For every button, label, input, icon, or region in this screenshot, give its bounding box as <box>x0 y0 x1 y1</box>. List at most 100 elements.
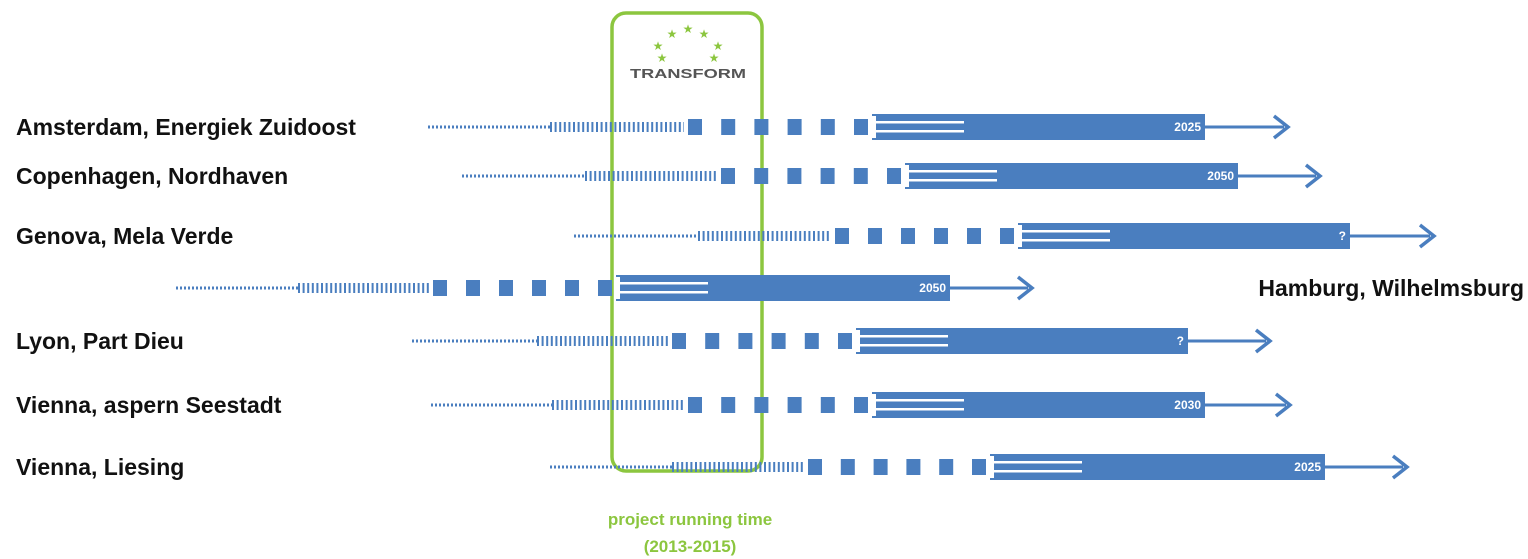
development-phase-block <box>721 168 735 184</box>
development-phase-block <box>840 459 855 475</box>
development-phase-block <box>901 228 915 244</box>
development-phase-block <box>598 280 612 296</box>
development-phase-block <box>873 459 888 475</box>
development-phase-block <box>754 119 769 135</box>
stars-arc-logo-icon: ★★★★★★★ <box>653 22 724 65</box>
implementation-bar <box>856 328 1188 354</box>
city-name: Vienna, aspern Seestadt <box>16 392 282 418</box>
bar-edge <box>856 330 860 352</box>
implementation-bar <box>905 163 1238 189</box>
development-phase-block <box>804 333 819 349</box>
timeline-row: Hamburg, Wilhelmsburg 2050 <box>176 275 1524 301</box>
bar-highlight <box>994 461 1082 464</box>
bar-highlight <box>1022 230 1110 233</box>
star-icon: ★ <box>667 27 678 41</box>
star-icon: ★ <box>657 51 668 65</box>
implementation-bar <box>872 114 1205 140</box>
target-year-label: 2050 <box>1207 169 1234 183</box>
star-icon: ★ <box>709 51 720 65</box>
star-icon: ★ <box>653 39 664 53</box>
bar-edge <box>1018 225 1022 247</box>
bar-highlight <box>620 282 708 285</box>
development-phase-block <box>754 168 769 184</box>
development-phase-block <box>838 333 852 349</box>
target-year-label: 2050 <box>919 281 946 295</box>
bar-highlight <box>1022 239 1110 242</box>
target-year-label: 2025 <box>1174 120 1201 134</box>
city-name: Vienna, Liesing <box>16 454 184 480</box>
bar-highlight <box>876 408 964 411</box>
timeline-row: Lyon, Part Dieu? <box>16 328 1273 354</box>
development-phase-block <box>854 397 868 413</box>
development-phase-block <box>787 168 802 184</box>
project-running-time-label: project running time <box>608 510 772 529</box>
bar-highlight <box>860 344 948 347</box>
arrow-head-icon <box>1254 328 1273 354</box>
bar-highlight <box>876 121 964 124</box>
arrow-head-icon <box>1274 392 1293 418</box>
development-phase-block <box>1000 228 1014 244</box>
development-phase-block <box>721 397 736 413</box>
target-year-label: 2030 <box>1174 398 1201 412</box>
development-phase-block <box>939 459 954 475</box>
development-phase-block <box>854 119 868 135</box>
star-icon: ★ <box>699 27 710 41</box>
bar-edge <box>905 165 909 187</box>
development-phase-block <box>672 333 686 349</box>
timeline-row: Vienna, aspern Seestadt 2030 <box>16 392 1293 418</box>
arrow-head-icon <box>1418 223 1437 249</box>
bar-highlight <box>994 470 1082 473</box>
development-phase-block <box>688 119 702 135</box>
timeline-row: Vienna, Liesing 2025 <box>16 454 1410 480</box>
development-phase-block <box>972 459 986 475</box>
implementation-bar <box>616 275 950 301</box>
development-phase-block <box>934 228 948 244</box>
arrow-head-icon <box>1016 275 1035 301</box>
development-phase-block <box>808 459 822 475</box>
bar-highlight <box>876 130 964 133</box>
development-phase-block <box>820 397 835 413</box>
development-phase-block <box>820 168 835 184</box>
development-phase-block <box>787 119 802 135</box>
star-icon: ★ <box>713 39 724 53</box>
target-year-label: ? <box>1339 229 1346 243</box>
timeline-row: Copenhagen, Nordhaven 2050 <box>16 163 1323 189</box>
development-phase-block <box>705 333 720 349</box>
development-phase-block <box>688 397 702 413</box>
bar-edge <box>616 277 620 299</box>
development-phase-block <box>853 168 868 184</box>
implementation-bar <box>990 454 1325 480</box>
bar-highlight <box>860 335 948 338</box>
development-phase-block <box>787 397 802 413</box>
bar-edge <box>872 394 876 416</box>
development-phase-block <box>887 168 901 184</box>
project-period-frame <box>610 11 764 473</box>
development-phase-block <box>565 280 579 296</box>
development-phase-block <box>906 459 921 475</box>
development-phase-block <box>499 280 513 296</box>
development-phase-block <box>754 397 769 413</box>
bar-highlight <box>909 179 997 182</box>
target-year-label: 2025 <box>1294 460 1321 474</box>
bar-highlight <box>876 399 964 402</box>
city-name: Genova, Mela Verde <box>16 223 233 249</box>
development-phase-block <box>835 228 849 244</box>
development-phase-block <box>738 333 753 349</box>
timeline-row: Genova, Mela Verde? <box>16 223 1437 249</box>
bar-edge <box>872 116 876 138</box>
city-name: Hamburg, Wilhelmsburg <box>1258 275 1524 301</box>
development-phase-block <box>967 228 981 244</box>
development-phase-block <box>721 119 736 135</box>
transform-logo: ★★★★★★★ TRANSFORM <box>630 22 746 81</box>
logo-text: TRANSFORM <box>630 66 746 81</box>
implementation-bar <box>1018 223 1350 249</box>
development-phase-block <box>771 333 786 349</box>
development-phase-block <box>466 280 480 296</box>
project-period-label: (2013-2015) <box>644 537 737 556</box>
city-name: Copenhagen, Nordhaven <box>16 163 288 189</box>
arrow-head-icon <box>1391 454 1410 480</box>
bar-highlight <box>909 170 997 173</box>
